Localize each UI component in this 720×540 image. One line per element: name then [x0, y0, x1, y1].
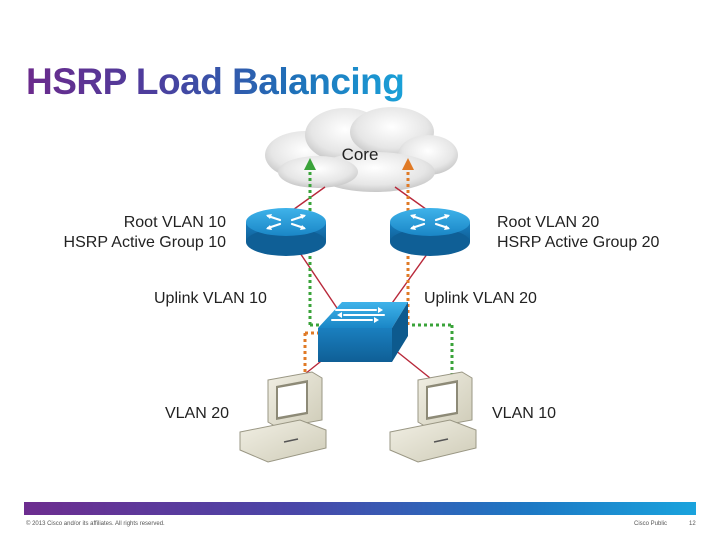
footer-page-number: 12	[689, 521, 696, 527]
hsrp-diagram: Core	[64, 107, 660, 463]
right-pc-vlan-label: VLAN 10	[492, 405, 556, 422]
left-pc-vlan-label: VLAN 20	[165, 405, 229, 422]
right-router-label-line2: HSRP Active Group 20	[497, 234, 660, 251]
orange-arrowhead	[402, 158, 414, 170]
footer-bar	[24, 502, 696, 515]
left-pc-icon	[239, 371, 327, 463]
left-router-label-line1: Root VLAN 10	[124, 214, 226, 231]
green-arrowhead	[304, 158, 316, 170]
slide-title: HSRP Load Balancing	[26, 60, 405, 104]
uplink-left-label: Uplink VLAN 10	[154, 290, 267, 307]
right-router-label-line1: Root VLAN 20	[497, 214, 599, 231]
right-router-icon	[390, 208, 470, 256]
left-router-icon	[246, 208, 326, 256]
right-pc-icon	[389, 371, 477, 463]
slide-title-text: HSRP Load Balancing	[26, 61, 405, 102]
core-cloud	[265, 107, 458, 192]
footer-classification: Cisco Public	[634, 521, 668, 527]
core-label: Core	[342, 145, 379, 164]
access-switch-icon	[318, 302, 408, 362]
footer-copyright: © 2013 Cisco and/or its affiliates. All …	[26, 521, 165, 527]
left-router-label-line2: HSRP Active Group 10	[64, 234, 227, 251]
uplink-right-label: Uplink VLAN 20	[424, 290, 537, 307]
physical-links	[289, 186, 431, 379]
